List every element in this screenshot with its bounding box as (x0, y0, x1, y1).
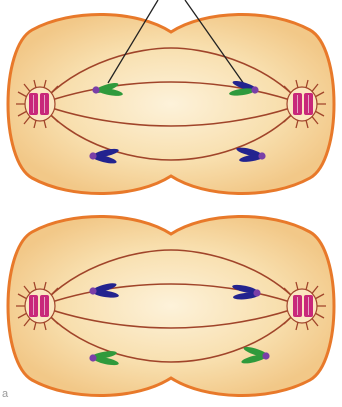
bottom-cell-membrane (8, 216, 334, 395)
bottom-cell (8, 216, 334, 395)
top-cell (8, 0, 334, 194)
top-cell-membrane (8, 14, 334, 193)
corner-mark: a (2, 388, 8, 400)
